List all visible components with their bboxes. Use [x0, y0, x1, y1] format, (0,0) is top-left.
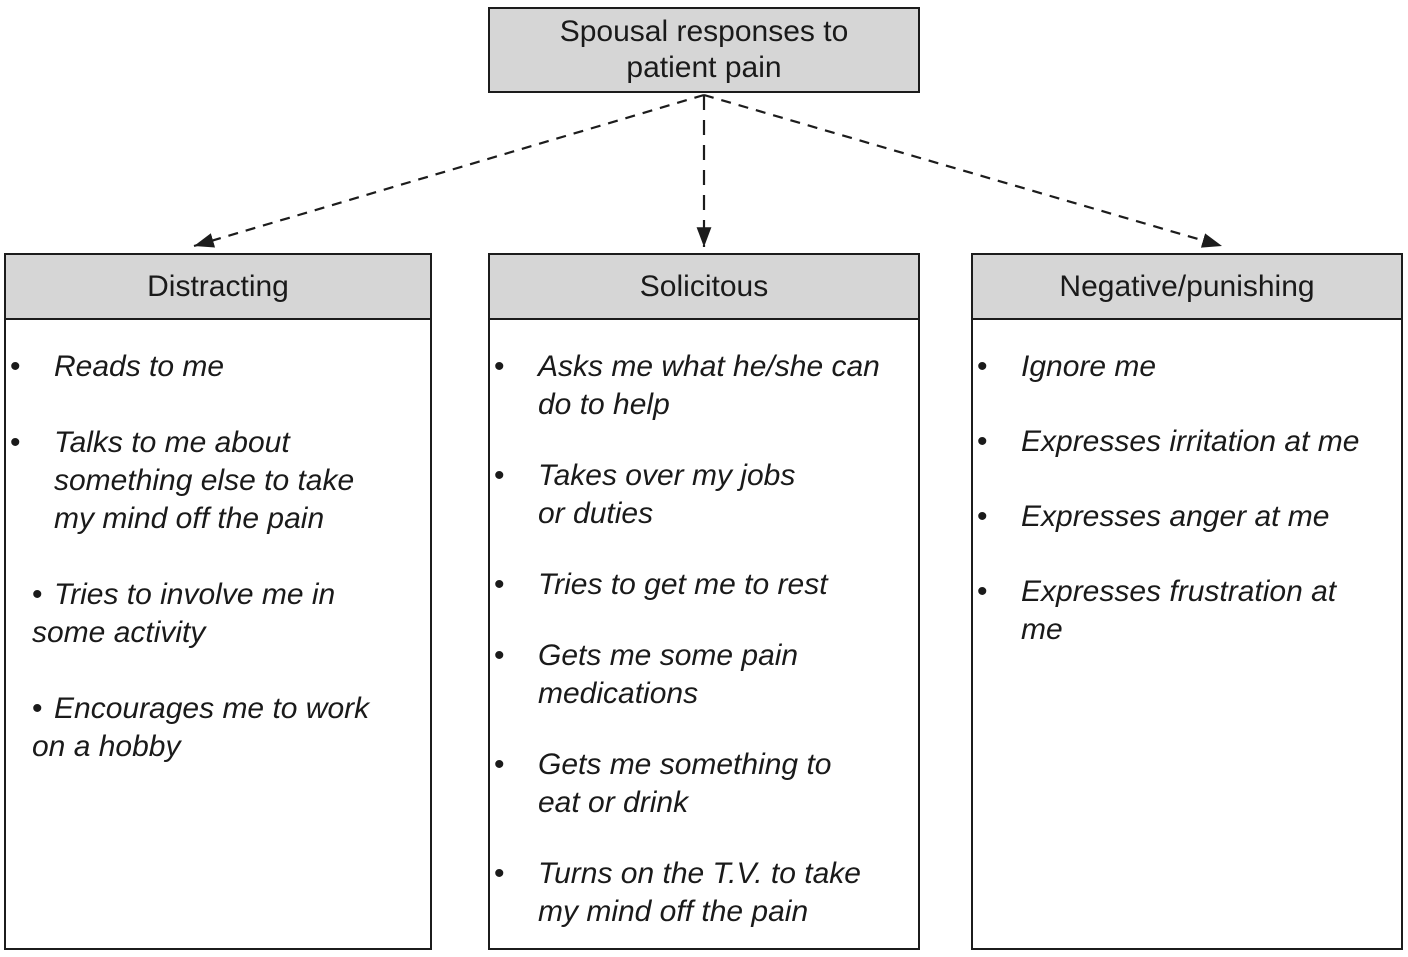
list-item-text: Tries to get me to rest — [538, 568, 828, 601]
bullet-icon: • — [494, 459, 505, 492]
bullet-icon: • — [494, 748, 505, 781]
list-item: •Tries to involve me in some activity — [32, 576, 408, 652]
list-item-text: Gets me some pain medications — [538, 639, 799, 710]
column-body-solicitous: • Asks me what he/she can do to help • Tak… — [490, 320, 918, 931]
bullet-icon: • — [494, 639, 505, 672]
list-item: • Expresses frustration at me — [977, 573, 1379, 649]
list-item: • Asks me what he/she can do to help — [494, 348, 896, 424]
bullet-icon: • — [10, 350, 21, 383]
list-item-text: Encourages me to work on a hobby — [32, 692, 370, 763]
dashed-arrow-to-distracting — [193, 93, 705, 248]
list-item: • Tries to get me to rest — [494, 566, 896, 604]
list-item: • Expresses irritation at me — [977, 423, 1379, 461]
list-item: • Takes over my jobs or duties — [494, 457, 896, 533]
root-node-label: Spousal responses to patient pain — [559, 15, 849, 84]
list-item-text: Asks me what he/she can do to help — [538, 350, 880, 421]
list-item: • Gets me some pain medications — [494, 637, 896, 713]
list-item-text: Gets me something to eat or drink — [538, 748, 832, 819]
list-item: • Turns on the T.V. to take my mind off t… — [494, 855, 896, 931]
list-item: • Expresses anger at me — [977, 498, 1379, 536]
list-item: •Encourages me to work on a hobby — [32, 690, 408, 766]
column-header-negative-punishing: Negative/punishing — [973, 255, 1401, 320]
list-item: • Gets me something to eat or drink — [494, 746, 896, 822]
column-body-negative-punishing: • Ignore me • Expresses irritation at me •… — [973, 320, 1401, 649]
bullet-icon: • — [494, 857, 505, 890]
dashed-arrow-to-negative-punishing — [703, 93, 1223, 248]
bullet-icon: • — [494, 568, 505, 601]
root-node-box: Spousal responses to patient pain — [488, 7, 920, 93]
list-item-text: Talks to me about something else to take… — [54, 426, 355, 535]
list-item-text: Reads to me — [54, 350, 225, 383]
list-item-text: Expresses anger at me — [1021, 500, 1330, 533]
bullet-icon: • — [10, 426, 21, 459]
bullet-icon: • — [32, 578, 43, 611]
column-header-distracting: Distracting — [6, 255, 430, 320]
list-item: • Reads to me — [10, 348, 408, 386]
bullet-icon: • — [977, 350, 988, 383]
column-header-solicitous: Solicitous — [490, 255, 918, 320]
list-item-text: Takes over my jobs or duties — [538, 459, 796, 530]
column-distracting: Distracting • Reads to me • Talks to me ab… — [4, 253, 432, 950]
list-item-text: Expresses frustration at me — [1021, 575, 1337, 646]
column-solicitous: Solicitous • Asks me what he/she can do t… — [488, 253, 920, 950]
bullet-icon: • — [494, 350, 505, 383]
list-item-text: Ignore me — [1021, 350, 1157, 383]
bullet-icon: • — [977, 425, 988, 458]
list-item-text: Turns on the T.V. to take my mind off th… — [538, 857, 861, 928]
bullet-icon: • — [32, 692, 43, 725]
column-body-distracting: • Reads to me • Talks to me about somethin… — [6, 320, 430, 766]
list-item-text: Expresses irritation at me — [1021, 425, 1360, 458]
list-item-text: Tries to involve me in some activity — [32, 578, 336, 649]
list-item: • Ignore me — [977, 348, 1379, 386]
column-negative-punishing: Negative/punishing • Ignore me • Expresses… — [971, 253, 1403, 950]
bullet-icon: • — [977, 575, 988, 608]
bullet-icon: • — [977, 500, 988, 533]
list-item: • Talks to me about something else to tak… — [10, 424, 408, 538]
